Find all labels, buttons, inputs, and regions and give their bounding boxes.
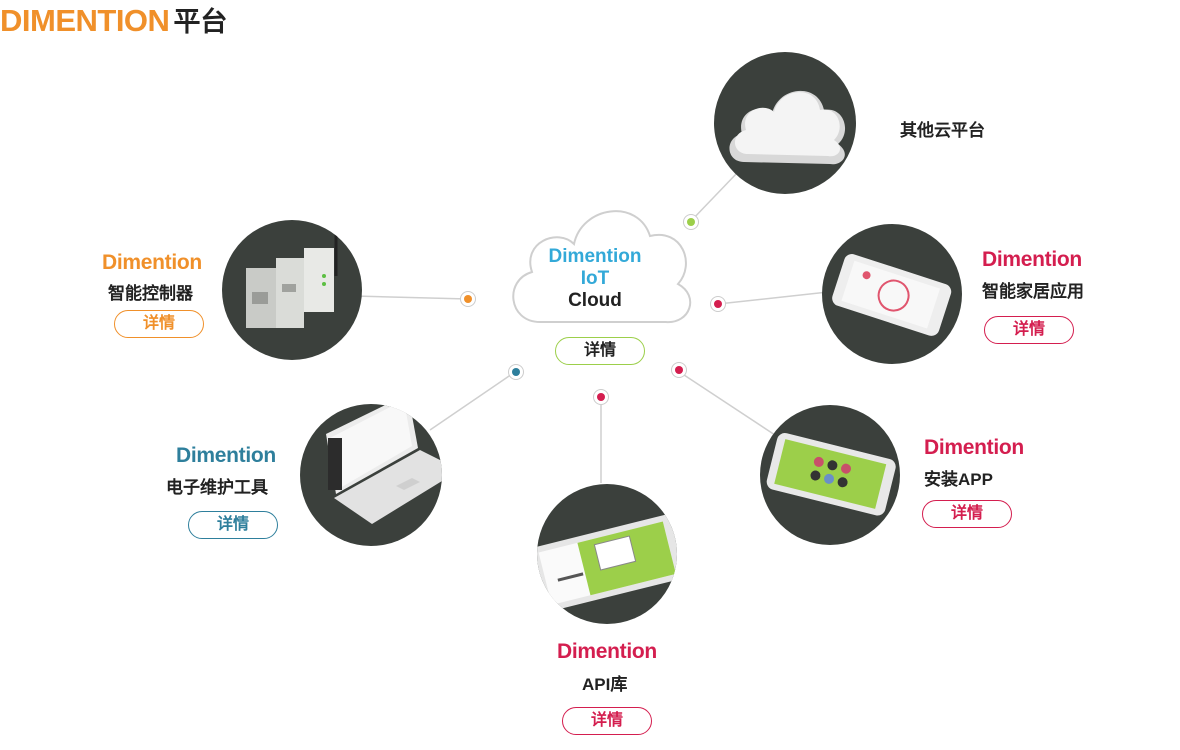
tablet-icon: [537, 514, 677, 612]
controller-circle[interactable]: [222, 220, 362, 360]
connector-tools: [429, 371, 516, 431]
connector-controller: [354, 295, 469, 300]
other-cloud-label: 其他云平台: [900, 121, 985, 140]
iot-cloud-details-button[interactable]: 详情: [555, 337, 645, 365]
iot-cloud-label: Dimention IoT Cloud: [530, 246, 660, 312]
laptop-icon: [326, 404, 442, 524]
tools-details-button[interactable]: 详情: [188, 511, 278, 539]
other-cloud-circle[interactable]: [714, 52, 856, 194]
app-circle[interactable]: [760, 405, 900, 545]
connector-dot-controller: [460, 291, 476, 307]
smarthome-circle[interactable]: [822, 224, 962, 364]
api-details-button[interactable]: 详情: [562, 707, 652, 735]
controller-label: 智能控制器: [108, 284, 193, 303]
title-brand: DIMENTION: [0, 3, 170, 38]
smartphone-icon: [832, 254, 952, 336]
cloud-icon: [729, 90, 846, 165]
cloud-line-1: Dimention: [548, 246, 642, 267]
connector-smarthome: [717, 291, 829, 305]
smarthome-details-button[interactable]: 详情: [984, 316, 1074, 344]
controller-device-icon: [246, 220, 338, 328]
app-brand: Dimention: [924, 436, 1024, 459]
connector-dot-tools: [508, 364, 524, 380]
smarthome-label: 智能家居应用: [982, 282, 1084, 301]
smarthome-brand: Dimention: [982, 248, 1082, 271]
controller-brand: Dimention: [102, 251, 202, 274]
connector-dot-app: [671, 362, 687, 378]
title-suffix: 平台: [173, 7, 228, 37]
cloud-line-2: IoT: [580, 268, 610, 289]
api-label: API库: [582, 675, 628, 694]
tools-label: 电子维护工具: [166, 478, 268, 497]
controller-details-button[interactable]: 详情: [114, 310, 204, 338]
iot-cloud-icon: [512, 210, 691, 324]
app-details-button[interactable]: 详情: [922, 500, 1012, 528]
connector-other-cloud: [689, 171, 739, 223]
connector-dot-other-cloud: [683, 214, 699, 230]
api-brand: Dimention: [557, 640, 657, 663]
cloud-line-3: Cloud: [568, 290, 622, 311]
tools-brand: Dimention: [176, 444, 276, 467]
connector-app: [677, 370, 776, 436]
connector-dot-api: [593, 389, 609, 405]
connector-dot-smarthome: [710, 296, 726, 312]
app-label: 安装APP: [924, 470, 993, 489]
tools-circle[interactable]: [300, 404, 442, 546]
installer-phone-icon: [766, 433, 896, 516]
api-circle[interactable]: [537, 484, 677, 624]
